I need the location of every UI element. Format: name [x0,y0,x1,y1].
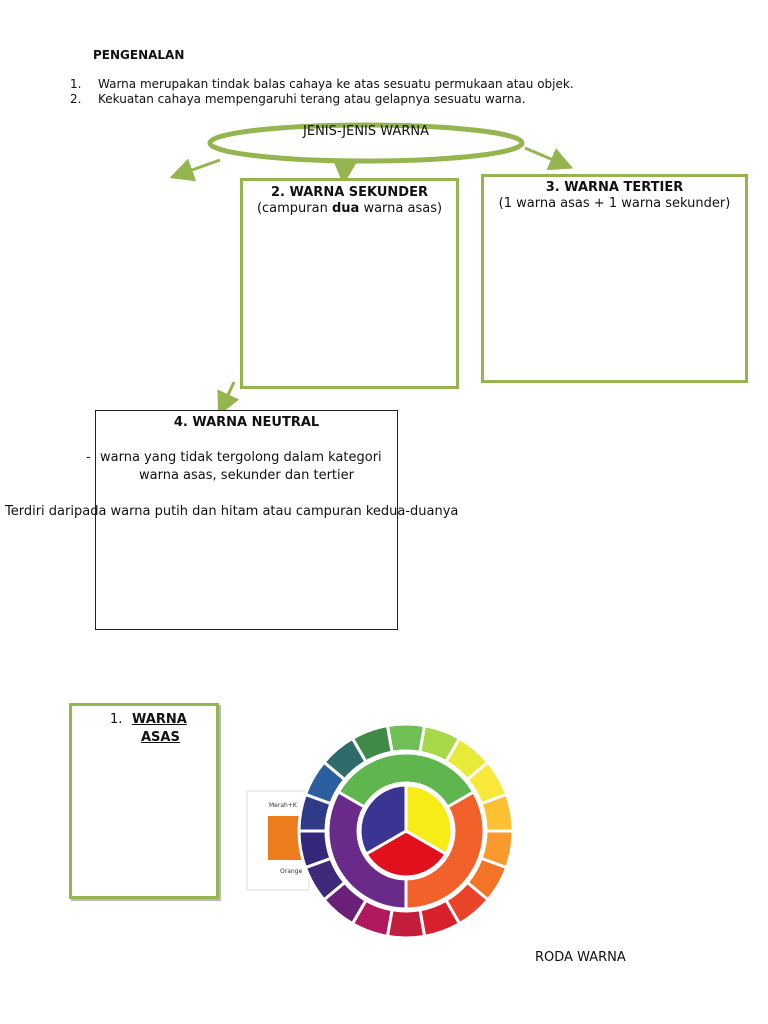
tertier-title: 3. WARNA TERTIER [484,180,745,195]
neutral-bullet-line2: warna asas, sekunder dan tertier [139,468,354,483]
root-label: JENIS-JENIS WARNA [210,124,522,139]
box-warna-neutral: 4. WARNA NEUTRAL [95,410,398,630]
box-warna-sekunder: 2. WARNA SEKUNDER (campuran dua warna as… [240,178,459,389]
box-warna-asas: 1. WARNA ASAS [69,703,219,899]
arrow-to-neutral [222,382,234,408]
asas-title-line2: ASAS [141,730,180,745]
tertier-desc: (1 warna asas + 1 warna sekunder) [484,196,745,211]
arrow-to-sekunder [344,162,345,176]
box-warna-tertier: 3. WARNA TERTIER (1 warna asas + 1 warna… [481,174,748,383]
wheel-outer-segment [387,910,424,938]
neutral-title: 4. WARNA NEUTRAL [96,415,397,430]
neutral-bullet-line1: warna yang tidak tergolong dalam kategor… [100,450,382,465]
neutral-note: Terdiri daripada warna putih dan hitam a… [5,504,458,519]
arrow-to-asas [178,160,220,175]
color-wheel [290,722,522,940]
asas-title-line1: WARNA [132,712,187,727]
arrow-to-tertier [525,148,565,165]
asas-number: 1. [110,712,122,727]
root-label-text: JENIS-JENIS WARNA [210,124,522,139]
neutral-bullet-dash: - [86,450,91,465]
wheel-caption: RODA WARNA [535,950,626,965]
sekunder-desc: (campuran dua warna asas) [243,201,456,216]
sekunder-title: 2. WARNA SEKUNDER [243,185,456,200]
wheel-outer-segment [387,724,424,752]
